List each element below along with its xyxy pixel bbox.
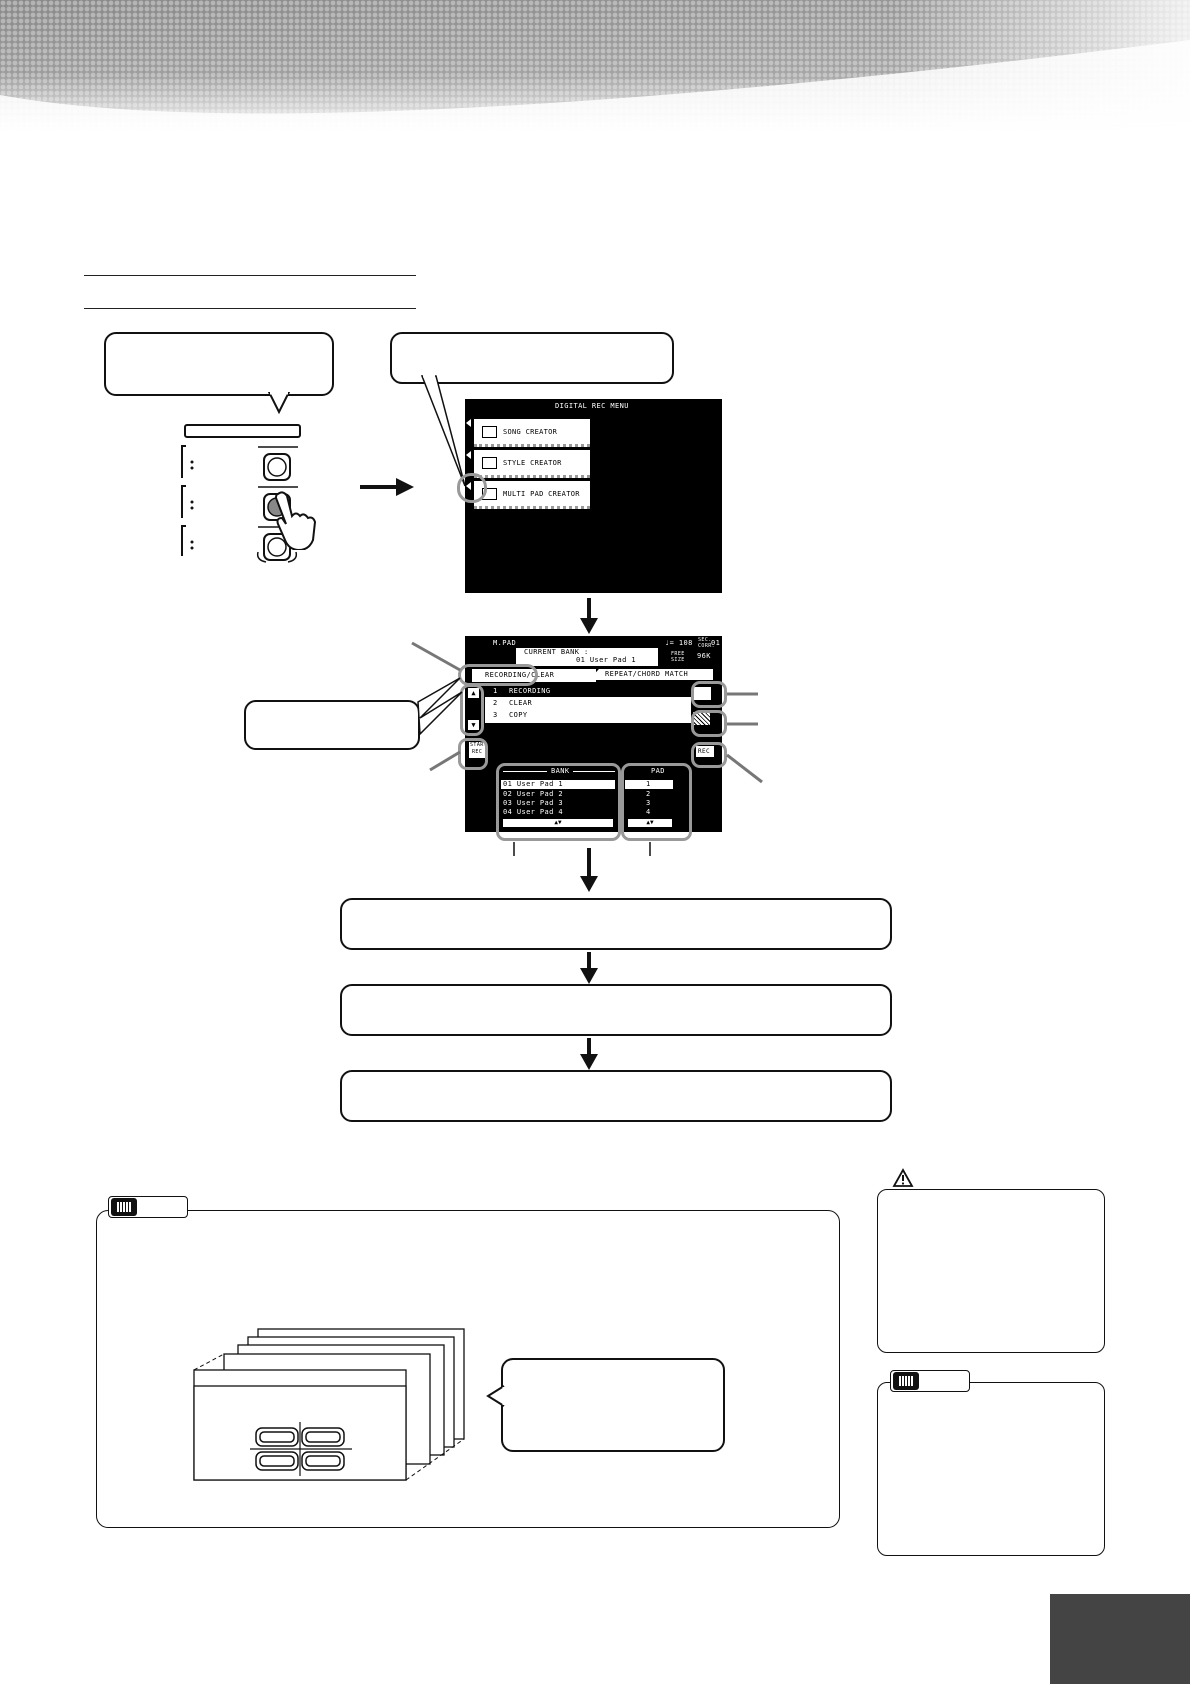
bank-header: BANK: [551, 767, 570, 775]
note-tag-sidebar: [890, 1370, 970, 1392]
list-label: CLEAR: [509, 699, 533, 707]
leader-lines: [411, 641, 763, 856]
highlight-multipad-button: [457, 473, 487, 503]
flow-step-3: [340, 1070, 892, 1122]
menu-item-label: MULTI PAD CREATOR: [503, 490, 580, 498]
pad-header: PAD: [651, 767, 665, 775]
menu-item-label: STYLE CREATOR: [503, 459, 562, 467]
list-num: 1: [493, 687, 498, 695]
callout-leader: [420, 374, 466, 487]
bank-name[interactable]: 02 User Pad 2: [503, 790, 563, 798]
list-num: 2: [493, 699, 498, 707]
note-keyboard-icon: [111, 1198, 137, 1216]
function-list: 1 RECORDING 2 CLEAR 3 COPY: [485, 686, 691, 723]
page-number-tab: [1050, 1594, 1190, 1684]
note-panel: [96, 1210, 840, 1528]
list-num: 3: [493, 711, 498, 719]
halftone-header: [0, 0, 1190, 135]
screen-title: DIGITAL REC MENU: [555, 402, 629, 410]
pad-number: 1: [646, 780, 651, 788]
bank-row[interactable]: 01 User Pad 1: [501, 780, 615, 789]
rec-label: REC: [472, 749, 483, 755]
mode-label: M.PAD: [493, 639, 517, 647]
flow-step-2: [340, 984, 892, 1036]
corr-label: CORR.: [698, 643, 716, 649]
bank-name[interactable]: 03 User Pad 3: [503, 799, 563, 807]
down-arrow-icon: [580, 1038, 598, 1070]
down-arrow-icon: [580, 598, 598, 634]
callout-select-multipad: [390, 332, 674, 384]
start-label: START: [470, 742, 488, 748]
free-label-2: SIZE: [671, 657, 685, 663]
callout-pointer: [268, 392, 290, 414]
bank-name: 01 User Pad 1: [503, 780, 563, 788]
bank-updown-button[interactable]: ▲▼: [503, 819, 613, 827]
list-item-clear[interactable]: 2 CLEAR: [485, 698, 691, 709]
tab-label: REPEAT/CHORD MATCH: [605, 670, 689, 678]
highlight-pad-list: [621, 763, 692, 841]
callout-bank-explanation: [501, 1358, 725, 1452]
warning-triangle-icon: [892, 1168, 914, 1187]
current-bank-value: 01 User Pad 1: [576, 656, 636, 664]
highlight-edit-icon: [691, 681, 727, 708]
tab-label: RECORDING/CLEAR: [485, 671, 555, 679]
list-label: RECORDING: [509, 687, 551, 695]
menu-item-multi-pad-creator[interactable]: MULTI PAD CREATOR: [474, 481, 590, 509]
highlight-record-pad-icon: [691, 710, 727, 737]
list-item-copy[interactable]: 3 COPY: [485, 710, 691, 721]
heading-rule-bottom: [84, 308, 416, 309]
pad-updown-button[interactable]: ▲▼: [628, 819, 672, 827]
song-creator-icon: [482, 426, 497, 438]
rec-button[interactable]: REC: [696, 746, 714, 757]
current-bank-label: CURRENT BANK :: [524, 648, 589, 656]
highlight-tabs: [458, 664, 538, 686]
scroll-down-icon[interactable]: ▼: [468, 720, 479, 730]
sec-value: 01: [711, 639, 721, 647]
pad-number[interactable]: 4: [646, 808, 651, 816]
free-size-value: 96K: [697, 652, 711, 660]
right-arrow-icon: [360, 478, 414, 496]
heading-rule-top: [84, 275, 416, 276]
callout-pointer: [486, 1385, 506, 1407]
style-creator-icon: [482, 457, 497, 469]
highlight-rec-button: [691, 742, 727, 768]
down-arrow-icon: [580, 848, 598, 892]
list-label: COPY: [509, 711, 528, 719]
tab-repeat-chord-match[interactable]: REPEAT/CHORD MATCH: [589, 669, 713, 680]
free-label-1: FREE: [671, 651, 685, 657]
callout-leader: [417, 677, 463, 736]
bank-header-rule: [573, 771, 615, 772]
note-tag: [108, 1196, 188, 1218]
bank-header-rule: [503, 771, 547, 772]
menu-item-style-creator[interactable]: STYLE CREATOR: [474, 450, 590, 478]
highlight-bank-list: [496, 763, 621, 841]
note-box: [877, 1382, 1105, 1556]
current-bank-box: CURRENT BANK : 01 User Pad 1: [516, 648, 658, 666]
callout-select-function: [244, 700, 420, 750]
note-keyboard-icon: [893, 1372, 919, 1390]
down-arrow-icon: [580, 952, 598, 984]
pad-number[interactable]: 2: [646, 790, 651, 798]
pointing-hand-icon: [274, 491, 317, 550]
scroll-up-icon[interactable]: ▲: [468, 688, 479, 698]
flow-step-1: [340, 898, 892, 950]
multi-pad-creator-screen: M.PAD ♩= 108 SEC. CORR. 01 CURRENT BANK …: [465, 636, 722, 832]
pad-number[interactable]: 3: [646, 799, 651, 807]
bank-name[interactable]: 04 User Pad 4: [503, 808, 563, 816]
menu-item-label: SONG CREATOR: [503, 428, 558, 436]
list-item-recording[interactable]: 1 RECORDING: [485, 686, 691, 697]
tempo-readout: ♩= 108: [665, 639, 693, 647]
rec-button-label: REC: [698, 748, 711, 755]
highlight-scroll-buttons: [460, 684, 484, 736]
pad-row[interactable]: 1: [625, 780, 673, 789]
menu-item-song-creator[interactable]: SONG CREATOR: [474, 419, 590, 447]
caution-box: [877, 1189, 1105, 1353]
callout-press-button: [104, 332, 334, 396]
sec-label: SEC.: [698, 637, 712, 643]
pad-banks-illustration: [193, 1328, 465, 1481]
panel-label-bar: [184, 424, 301, 438]
